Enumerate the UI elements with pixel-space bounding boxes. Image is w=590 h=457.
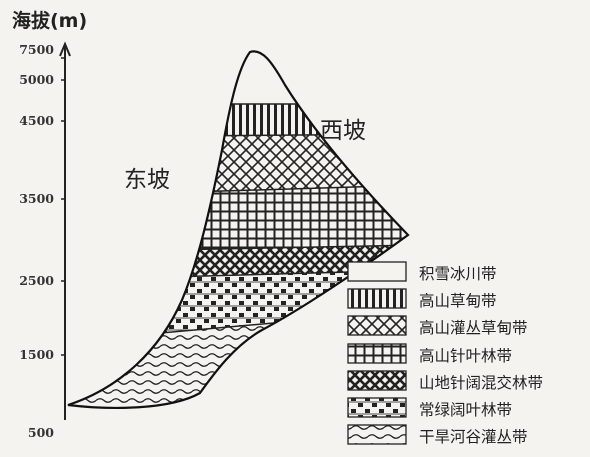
tick-3500: 3500 <box>19 191 54 206</box>
swatch-mixed-forest <box>347 370 407 391</box>
legend-label: 干旱河谷灌丛带 <box>419 428 528 447</box>
west-slope-label: 西坡 <box>320 118 366 144</box>
legend: 积雪冰川带 高山草甸带 高山灌丛草甸带 高山针叶林带 山地针阔混交林带 常绿阔叶… <box>347 259 587 449</box>
tick-1500: 1500 <box>19 347 54 362</box>
legend-label: 高山草甸带 <box>419 292 497 311</box>
east-slope-label: 东坡 <box>124 167 170 193</box>
swatch-alpine-coniferous <box>347 343 407 364</box>
legend-label: 常绿阔叶林带 <box>419 400 513 419</box>
legend-item-evergreen-broadleaf: 常绿阔叶林带 <box>347 395 587 419</box>
legend-swatches <box>347 261 407 445</box>
legend-item-alpine-shrub-meadow: 高山灌丛草甸带 <box>347 313 587 337</box>
legend-label: 高山灌丛草甸带 <box>419 319 528 338</box>
swatch-alpine-meadow <box>347 288 407 309</box>
tick-5000: 5000 <box>19 72 54 87</box>
mountain-outline <box>67 50 410 409</box>
y-axis <box>59 41 71 420</box>
legend-label: 高山针叶林带 <box>419 346 513 365</box>
legend-item-alpine-coniferous: 高山针叶林带 <box>347 341 587 365</box>
swatch-dry-valley-shrub <box>347 424 407 445</box>
band-alpine-shrub-meadow <box>68 134 408 196</box>
band-alpine-meadow <box>68 104 408 137</box>
legend-label: 山地针阔混交林带 <box>419 373 544 392</box>
swatch-snow-glacier <box>347 261 407 282</box>
legend-item-mixed-forest: 山地针阔混交林带 <box>347 368 587 392</box>
tick-2500: 2500 <box>19 273 54 288</box>
tick-4500: 4500 <box>19 113 54 128</box>
legend-item-alpine-meadow: 高山草甸带 <box>347 286 587 310</box>
swatch-evergreen-broadleaf <box>347 397 407 418</box>
legend-item-dry-valley-shrub: 干旱河谷灌丛带 <box>347 422 587 446</box>
band-alpine-coniferous <box>68 185 408 252</box>
y-axis-title: 海拔(m) <box>12 10 88 32</box>
tick-500: 500 <box>27 425 54 440</box>
legend-label: 积雪冰川带 <box>419 265 497 283</box>
legend-item-snow-glacier: 积雪冰川带 <box>347 259 587 283</box>
tick-7500: 7500 <box>19 42 54 57</box>
swatch-alpine-shrub-meadow <box>347 315 407 336</box>
